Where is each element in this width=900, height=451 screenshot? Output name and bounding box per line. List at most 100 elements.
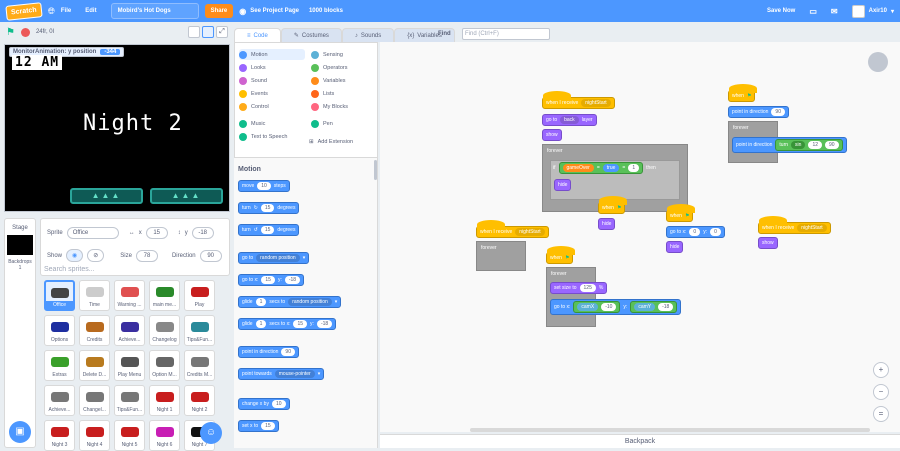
search-sprites-input[interactable]: Search sprites... bbox=[44, 266, 95, 273]
sprite-tile[interactable]: Night 5 bbox=[114, 420, 145, 451]
block-input[interactable]: -18 bbox=[316, 320, 333, 328]
block-dropdown[interactable]: random position bbox=[256, 254, 300, 262]
hide-block[interactable]: hide bbox=[554, 179, 572, 191]
sprite-tile[interactable]: Night 1 bbox=[149, 385, 180, 416]
block-input[interactable]: 90 bbox=[825, 141, 839, 149]
palette-scrollbar[interactable] bbox=[374, 160, 377, 180]
zoom-reset-button[interactable]: = bbox=[873, 406, 889, 422]
category-my-blocks[interactable]: My Blocks bbox=[311, 101, 377, 112]
when-flag-hat[interactable]: when⚑ bbox=[598, 196, 628, 214]
sprite-tile[interactable]: Changel... bbox=[79, 385, 110, 416]
category-events[interactable]: Events bbox=[239, 88, 305, 99]
sprite-tile[interactable]: Play Menu bbox=[114, 350, 145, 381]
show-block[interactable]: show bbox=[758, 237, 778, 249]
forever-block[interactable] bbox=[476, 241, 526, 271]
sprite-tile[interactable]: Tips&Fun... bbox=[114, 385, 145, 416]
see-project-page-button[interactable]: ◉ See Project Page bbox=[239, 7, 299, 16]
block-input[interactable]: 0 bbox=[710, 228, 721, 236]
normal-stage-button[interactable] bbox=[202, 26, 214, 38]
category-operators[interactable]: Operators bbox=[311, 62, 377, 73]
block-input[interactable]: 10 bbox=[257, 182, 271, 190]
project-title-input[interactable]: Mobird's Hot Dogs bbox=[110, 3, 199, 19]
my-stuff-folder-icon[interactable]: ▭ bbox=[809, 6, 817, 16]
block-input[interactable]: 12 bbox=[808, 141, 823, 149]
sprite-tile[interactable]: Night 3 bbox=[44, 420, 75, 451]
add-extension-button[interactable]: ⊞ Add Extension bbox=[309, 135, 377, 149]
sprite-tile[interactable]: Credits M... bbox=[184, 350, 215, 381]
account-menu[interactable]: Axir10 ▾ bbox=[851, 4, 894, 18]
sprite-tile[interactable]: Delete D... bbox=[79, 350, 110, 381]
block-dropdown[interactable]: back bbox=[560, 116, 579, 124]
tab-costumes[interactable]: ✎Costumes bbox=[280, 28, 342, 42]
category-lists[interactable]: Lists bbox=[311, 88, 377, 99]
block-input[interactable]: 15 bbox=[293, 320, 308, 328]
zoom-out-button[interactable]: − bbox=[873, 384, 889, 400]
block-dropdown[interactable]: nightStart bbox=[515, 228, 545, 236]
zoom-in-button[interactable]: + bbox=[873, 362, 889, 378]
variable-monitor[interactable]: MonitorAnimation: y position -344 bbox=[9, 47, 125, 57]
block-input[interactable]: 1 bbox=[628, 164, 640, 172]
block-input[interactable]: true bbox=[602, 164, 620, 172]
category-sound[interactable]: Sound bbox=[239, 75, 305, 86]
sprite-tile[interactable]: Office bbox=[44, 280, 75, 311]
equals-operator[interactable]: gameOver=true=1 bbox=[558, 162, 644, 174]
category-variables[interactable]: Variables bbox=[311, 75, 377, 86]
sprite-tile[interactable]: Achieve... bbox=[44, 385, 75, 416]
sprite-tile[interactable]: Night 4 bbox=[79, 420, 110, 451]
save-now-button[interactable]: Save Now bbox=[767, 8, 796, 14]
backpack[interactable]: Backpack bbox=[380, 434, 900, 448]
block-input[interactable]: 1 bbox=[255, 320, 267, 328]
direction-input[interactable]: 90 bbox=[199, 249, 222, 262]
choose-sprite-button[interactable]: ☺ bbox=[200, 422, 222, 444]
category-motion[interactable]: Motion bbox=[239, 49, 305, 60]
sprite-tile[interactable]: Extras bbox=[44, 350, 75, 381]
sprite-tile[interactable]: Achieve... bbox=[114, 315, 145, 346]
sprite-tile[interactable]: Time bbox=[79, 280, 110, 311]
sprite-tile[interactable]: Night 2 bbox=[184, 385, 215, 416]
when-flag-hat[interactable]: when⚑ bbox=[546, 246, 576, 264]
category-pen[interactable]: Pen bbox=[311, 118, 377, 129]
block-input[interactable]: 90 bbox=[771, 108, 785, 116]
sprite-name-input[interactable]: Office bbox=[66, 227, 119, 239]
show-visible-icon[interactable]: ◉ bbox=[66, 249, 84, 262]
block-input[interactable]: 125 bbox=[579, 284, 596, 292]
block-input[interactable]: 0 bbox=[689, 228, 701, 236]
stop-icon[interactable] bbox=[20, 27, 30, 37]
block-dropdown[interactable]: nightStart bbox=[581, 99, 611, 107]
x-input[interactable]: 15 bbox=[145, 227, 168, 239]
forever-block[interactable] bbox=[546, 267, 596, 327]
scratch-logo[interactable]: Scratch bbox=[5, 1, 43, 21]
block-input[interactable]: 15 bbox=[261, 422, 275, 430]
sprite-tile[interactable]: Option M... bbox=[149, 350, 180, 381]
block-dropdown[interactable]: mouse-pointer bbox=[274, 370, 315, 378]
block-input[interactable]: -18 bbox=[284, 276, 301, 284]
block-input[interactable]: 1 bbox=[255, 298, 267, 306]
share-button[interactable]: Share bbox=[204, 4, 234, 18]
green-flag-icon[interactable]: ⚑ bbox=[6, 26, 15, 38]
hide-visible-icon[interactable]: ⊘ bbox=[87, 249, 105, 262]
category-text-to-speech[interactable]: Text to Speech bbox=[239, 131, 305, 142]
messages-icon[interactable]: ✉︎ bbox=[830, 6, 838, 16]
minus-operator[interactable]: camX-10 bbox=[573, 301, 621, 313]
tab-code[interactable]: ≡Code bbox=[234, 28, 281, 42]
block-input[interactable]: 15 bbox=[261, 276, 275, 284]
sprite-tile[interactable]: Options bbox=[44, 315, 75, 346]
tab-sounds[interactable]: ♪Sounds bbox=[341, 28, 395, 42]
size-input[interactable]: 78 bbox=[135, 249, 158, 262]
small-stage-button[interactable] bbox=[188, 26, 200, 38]
category-sensing[interactable]: Sensing bbox=[311, 49, 377, 60]
tab-variables[interactable]: {x}Variables bbox=[394, 28, 455, 42]
fullscreen-button[interactable]: ⤢ bbox=[216, 26, 228, 38]
block-dropdown[interactable]: nightStart bbox=[797, 224, 827, 232]
